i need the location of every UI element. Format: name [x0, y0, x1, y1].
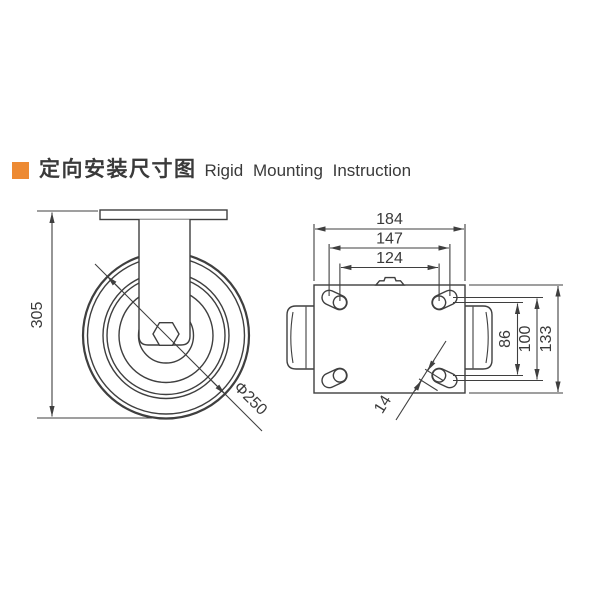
dim-label-184: 184	[376, 211, 403, 228]
dim-label-wheel-diameter: Φ250	[230, 379, 270, 419]
dim-label-147: 147	[376, 231, 403, 248]
title-english: Rigid Mounting Instruction	[204, 161, 412, 180]
orange-bullet-icon	[12, 161, 29, 179]
dim-plate-length-184: 184	[313, 211, 466, 281]
section-title: 定向安装尺寸图 Rigid Mounting Instruction	[12, 159, 411, 181]
dim-plate-width-133: 133	[469, 284, 563, 394]
bolt-slot-top-left	[321, 289, 348, 311]
dim-label-305: 305	[29, 302, 46, 329]
dim-label-133: 133	[538, 326, 555, 353]
dim-label-86: 86	[497, 330, 514, 348]
dim-overall-height: 305	[29, 210, 152, 419]
side-view: 305 Φ250	[29, 209, 270, 432]
fork-stem-fill	[139, 219, 190, 345]
wheel-end-left	[286, 305, 319, 370]
dim-slot-width-14: 14	[371, 340, 447, 421]
grease-fitting-bump	[374, 276, 406, 286]
dim-label-14: 14	[371, 392, 395, 416]
bolt-slot-top-right	[431, 289, 458, 311]
dim-hole-spacing-124: 124	[339, 250, 440, 301]
dim-hole-spacing-147: 147	[328, 231, 451, 296]
bolt-slot-bottom-left	[321, 367, 348, 389]
mounting-plate-side	[99, 209, 228, 221]
wheel-end-right	[460, 305, 493, 370]
bolt-slot-bottom-right	[431, 367, 458, 389]
top-view: 184 147 124 86	[286, 211, 563, 421]
dim-hole-spacing-100: 100	[453, 296, 543, 382]
dim-hole-spacing-86: 86	[453, 301, 523, 377]
dim-label-100: 100	[517, 326, 534, 353]
title-chinese: 定向安装尺寸图	[39, 158, 197, 181]
dim-label-124: 124	[376, 250, 403, 267]
